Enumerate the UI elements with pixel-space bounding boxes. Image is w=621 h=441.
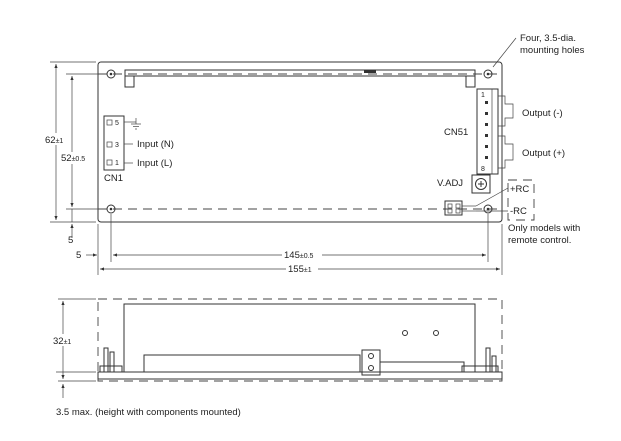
side-component-long (143, 354, 361, 373)
output-positive-label: Output (+) (522, 148, 565, 159)
dim-145-value: 145±0.5 (284, 250, 314, 261)
mounting-hole-icon (106, 69, 116, 79)
height-note: 3.5 max. (height with components mounted… (56, 407, 241, 418)
cn51-connector: 1 8 (476, 88, 514, 175)
cn1-pin-5: 5 (115, 120, 119, 127)
input-l-label: Input (L) (137, 158, 172, 169)
dim-62-value: 62±1 (45, 135, 63, 146)
mounting-hole-icon (483, 204, 493, 214)
dim-32-value: 32±1 (53, 336, 71, 347)
mounting-hole-icon (106, 204, 116, 214)
minus-rc-label: -RC (510, 206, 527, 217)
dim-5-horizontal-value: 5 (76, 250, 81, 261)
top-bracket (124, 69, 476, 77)
dim-52-value: 52±0.5 (61, 153, 85, 164)
remote-note-line2: remote control. (508, 235, 571, 246)
cn51-pin-8: 8 (481, 166, 485, 173)
mounting-holes-leader (492, 37, 517, 68)
top-view: 5 3 1 Input (N) Input (L) CN1 1 8 (44, 33, 585, 275)
output-negative-label: Output (-) (522, 108, 563, 119)
side-envelope (97, 298, 503, 382)
board-outline (97, 61, 503, 223)
rc-dashed-box (507, 179, 535, 221)
top-bracket-tab-right (465, 75, 476, 88)
rc-connector (444, 187, 509, 216)
dim-155-value: 155±1 (288, 264, 312, 275)
cn51-label: CN51 (444, 127, 468, 138)
input-n-label: Input (N) (137, 139, 174, 150)
side-base-plate (97, 371, 503, 380)
side-cover (123, 303, 476, 372)
cn51-pin-1: 1 (481, 92, 485, 99)
side-component-small (379, 361, 465, 373)
cn1-pin-1: 1 (115, 160, 119, 167)
mounting-holes-label-line2: mounting holes (520, 45, 585, 56)
plus-rc-label: +RC (510, 184, 529, 195)
top-bracket-notch (364, 70, 376, 73)
cn1-pin-3: 3 (115, 142, 119, 149)
top-bracket-tab-left (124, 75, 135, 88)
mounting-holes-label-line1: Four, 3.5-dia. (520, 33, 576, 44)
cn1-connector: 5 3 1 (103, 115, 136, 171)
potentiometer-icon (471, 174, 491, 194)
mounting-hole-icon (483, 69, 493, 79)
remote-note-line1: Only models with (508, 223, 580, 234)
ground-symbol-icon (131, 118, 141, 130)
side-view: 32±1 3.5 max. (height with components mo… (52, 298, 503, 418)
dim-5-vertical-value: 5 (68, 235, 73, 246)
vadj-label: V.ADJ (437, 178, 463, 189)
cn1-label: CN1 (104, 173, 123, 184)
